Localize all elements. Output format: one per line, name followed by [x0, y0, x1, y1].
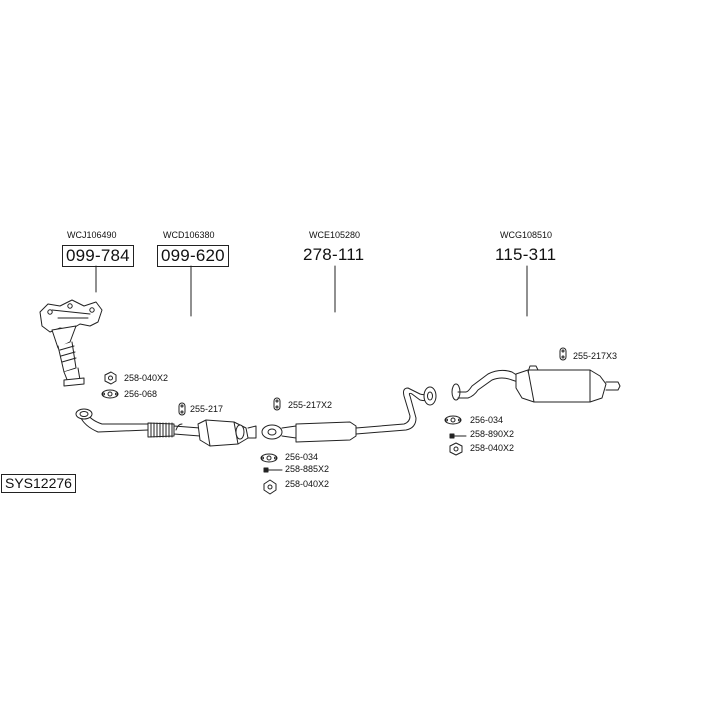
part-label[interactable]: 258-885X2 [285, 464, 330, 474]
group-ref-4: WCG108510 [500, 230, 553, 240]
rear-silencer [451, 365, 621, 403]
rubber-hanger-icon [273, 397, 281, 411]
front-pipe [75, 408, 201, 438]
part-label[interactable]: 256-034 [285, 452, 319, 462]
bolt-icon [449, 433, 467, 439]
nut-icon [263, 479, 277, 495]
part-number-4[interactable]: 115-311 [495, 245, 557, 264]
part-label[interactable]: 256-034 [470, 415, 504, 425]
part-number-1[interactable]: 099-784 [62, 245, 134, 267]
bolt-icon [263, 467, 283, 473]
part-label[interactable]: 258-890X2 [470, 429, 515, 439]
part-label[interactable]: 256-068 [124, 389, 158, 399]
part-label[interactable]: 255-217X3 [573, 351, 618, 361]
part-number-2[interactable]: 099-620 [157, 245, 229, 267]
catalytic-converter [197, 419, 257, 447]
part-number-3[interactable]: 278-111 [303, 245, 365, 264]
nut-icon [449, 442, 463, 456]
gasket-icon [260, 453, 278, 463]
centre-silencer-pipe [261, 386, 437, 443]
group-ref-3: WCE105280 [309, 230, 361, 240]
rubber-hanger-icon [178, 402, 186, 416]
rubber-hanger-icon [559, 347, 567, 361]
group-ref-2: WCD106380 [163, 230, 215, 240]
exhaust-manifold [39, 299, 103, 387]
part-label[interactable]: 258-040X2 [285, 479, 330, 489]
group-ref-1: WCJ106490 [67, 230, 117, 240]
part-label[interactable]: 255-217 [190, 404, 224, 414]
gasket-icon [444, 415, 462, 425]
nut-icon [104, 371, 117, 385]
part-label[interactable]: 258-040X2 [124, 373, 169, 383]
system-code-label: SYS12276 [1, 474, 76, 493]
part-label[interactable]: 258-040X2 [470, 443, 515, 453]
part-label[interactable]: 255-217X2 [288, 400, 333, 410]
gasket-icon [101, 389, 119, 399]
